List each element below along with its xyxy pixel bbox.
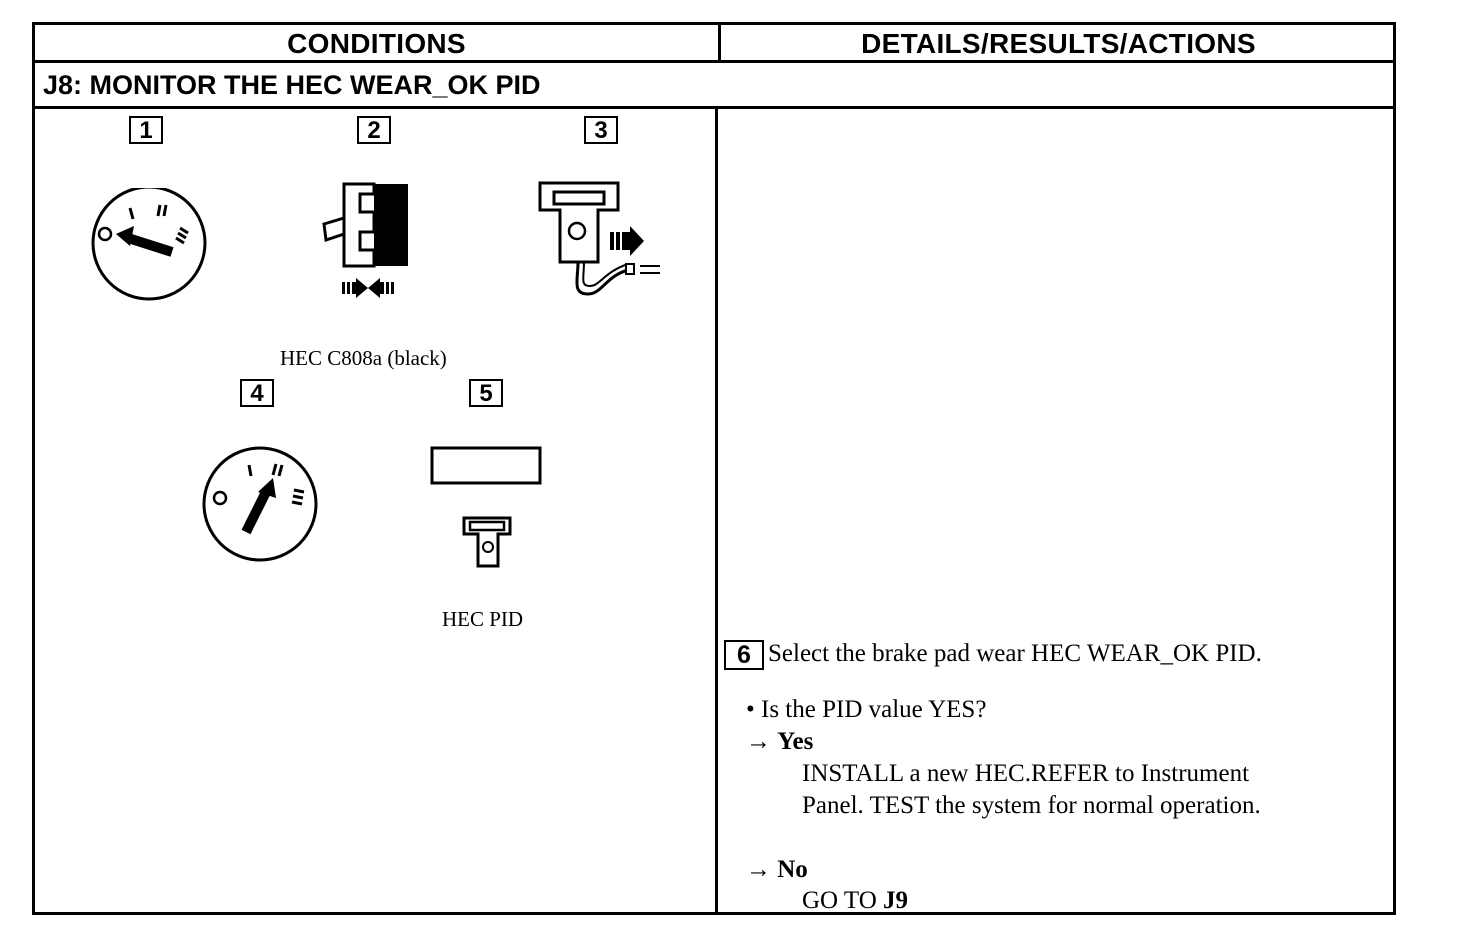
column-divider xyxy=(715,109,718,915)
column-divider-top xyxy=(718,25,721,60)
step-6-text: Select the brake pad wear HEC WEAR_OK PI… xyxy=(768,640,1262,667)
step-badge-2: 2 xyxy=(357,116,391,144)
yes-arrow: → xyxy=(746,728,771,755)
scan-tool-connect-icon xyxy=(538,181,660,296)
procedure-table: CONDITIONS DETAILS/RESULTS/ACTIONS J8: M… xyxy=(32,22,1396,915)
step-title: J8: MONITOR THE HEC WEAR_OK PID xyxy=(43,70,541,100)
no-arrow: → xyxy=(746,856,771,883)
connector-caption: HEC C808a (black) xyxy=(280,346,447,370)
ignition-switch-off-icon xyxy=(91,188,207,301)
step-badge-3: 3 xyxy=(584,116,618,144)
conditions-header: CONDITIONS xyxy=(287,28,466,59)
connector-connect-icon xyxy=(322,182,408,298)
header-divider xyxy=(35,60,1393,63)
title-divider xyxy=(35,106,1393,109)
yes-action-line2: Panel. TEST the system for normal operat… xyxy=(802,792,1261,819)
step-badge-6: 6 xyxy=(724,640,764,671)
no-branch: → No xyxy=(746,856,808,884)
yes-branch: → Yes xyxy=(746,728,813,756)
step-badge-1: 1 xyxy=(129,116,163,144)
question-bullet: • Is the PID value YES? xyxy=(746,696,987,723)
scan-tool-display-icon xyxy=(430,446,542,568)
yes-action-line1: INSTALL a new HEC.REFER to Instrument xyxy=(802,760,1250,787)
details-header: DETAILS/RESULTS/ACTIONS xyxy=(861,28,1256,59)
no-action-target: J9 xyxy=(883,887,909,914)
no-label: No xyxy=(777,856,808,883)
no-action: GO TO J9 xyxy=(802,887,908,915)
yes-label: Yes xyxy=(777,728,814,755)
no-action-prefix: GO TO xyxy=(802,887,877,914)
ignition-switch-on-icon xyxy=(202,446,318,562)
step-badge-4: 4 xyxy=(240,379,274,407)
step-badge-5: 5 xyxy=(469,379,503,407)
pid-caption: HEC PID xyxy=(442,607,524,631)
